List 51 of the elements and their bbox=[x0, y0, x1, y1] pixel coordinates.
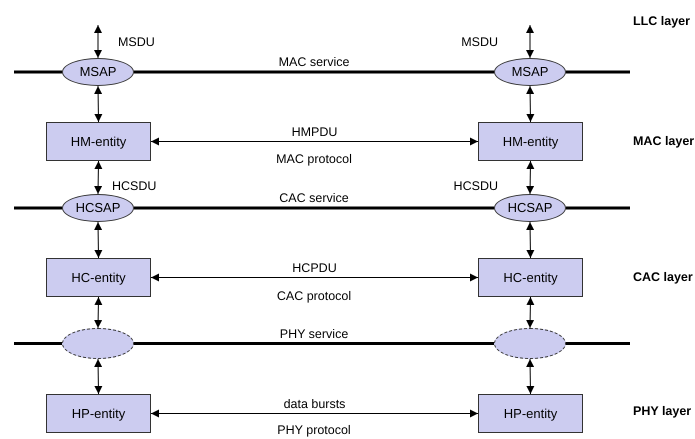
node-label: HP-entity bbox=[504, 404, 558, 423]
service-line bbox=[134, 206, 494, 210]
arrow bbox=[526, 296, 534, 328]
node-label: HM-entity bbox=[70, 132, 126, 151]
node-label: HC-entity bbox=[503, 268, 558, 287]
text-label: MSDU bbox=[461, 34, 498, 51]
arrow bbox=[94, 222, 102, 258]
layer-label: MAC layer bbox=[633, 133, 694, 150]
arrow bbox=[526, 222, 534, 258]
edge-label: HMPDU bbox=[292, 124, 338, 140]
service-line bbox=[134, 342, 494, 345]
arrow bbox=[526, 86, 534, 122]
layer-label: PHY layer bbox=[633, 403, 692, 420]
arrow bbox=[526, 358, 534, 394]
arrow bbox=[94, 358, 102, 394]
arrow bbox=[150, 410, 478, 418]
entity-box bbox=[46, 122, 151, 161]
edge-label: MAC service bbox=[278, 54, 350, 71]
edge-label: PHY service bbox=[280, 326, 348, 342]
node-label: MSAP bbox=[80, 63, 116, 82]
entity-box bbox=[478, 394, 583, 433]
edge-label: data bursts bbox=[284, 396, 346, 412]
edge-label: CAC service bbox=[279, 190, 349, 207]
arrow bbox=[94, 86, 102, 122]
node-label: HCSAP bbox=[76, 199, 120, 218]
layer-label: LLC layer bbox=[633, 13, 690, 30]
text-label: PHY protocol bbox=[277, 422, 351, 439]
arrow bbox=[526, 24, 534, 58]
entity-box bbox=[46, 258, 151, 297]
arrow bbox=[526, 160, 534, 194]
layer-label: CAC layer bbox=[633, 269, 693, 286]
text-label: MAC protocol bbox=[276, 151, 352, 168]
arrow bbox=[94, 296, 102, 328]
node-label: HC-entity bbox=[71, 268, 126, 287]
node-label: HCSAP bbox=[508, 199, 552, 218]
arrow bbox=[94, 160, 102, 194]
entity-box bbox=[478, 122, 583, 161]
text-label: HCSDU bbox=[454, 178, 498, 195]
service-line bbox=[134, 70, 494, 74]
edge-label: HCPDU bbox=[292, 260, 337, 276]
text-label: MSDU bbox=[118, 34, 155, 51]
node-label: HM-entity bbox=[502, 132, 558, 151]
arrow bbox=[94, 24, 102, 58]
node-label: HP-entity bbox=[72, 404, 126, 423]
arrow bbox=[150, 274, 478, 282]
arrow bbox=[150, 138, 478, 146]
entity-box bbox=[46, 394, 151, 433]
node-label: MSAP bbox=[512, 63, 548, 82]
text-label: CAC protocol bbox=[276, 288, 352, 305]
entity-box bbox=[478, 258, 583, 297]
text-label: HCSDU bbox=[112, 178, 156, 195]
